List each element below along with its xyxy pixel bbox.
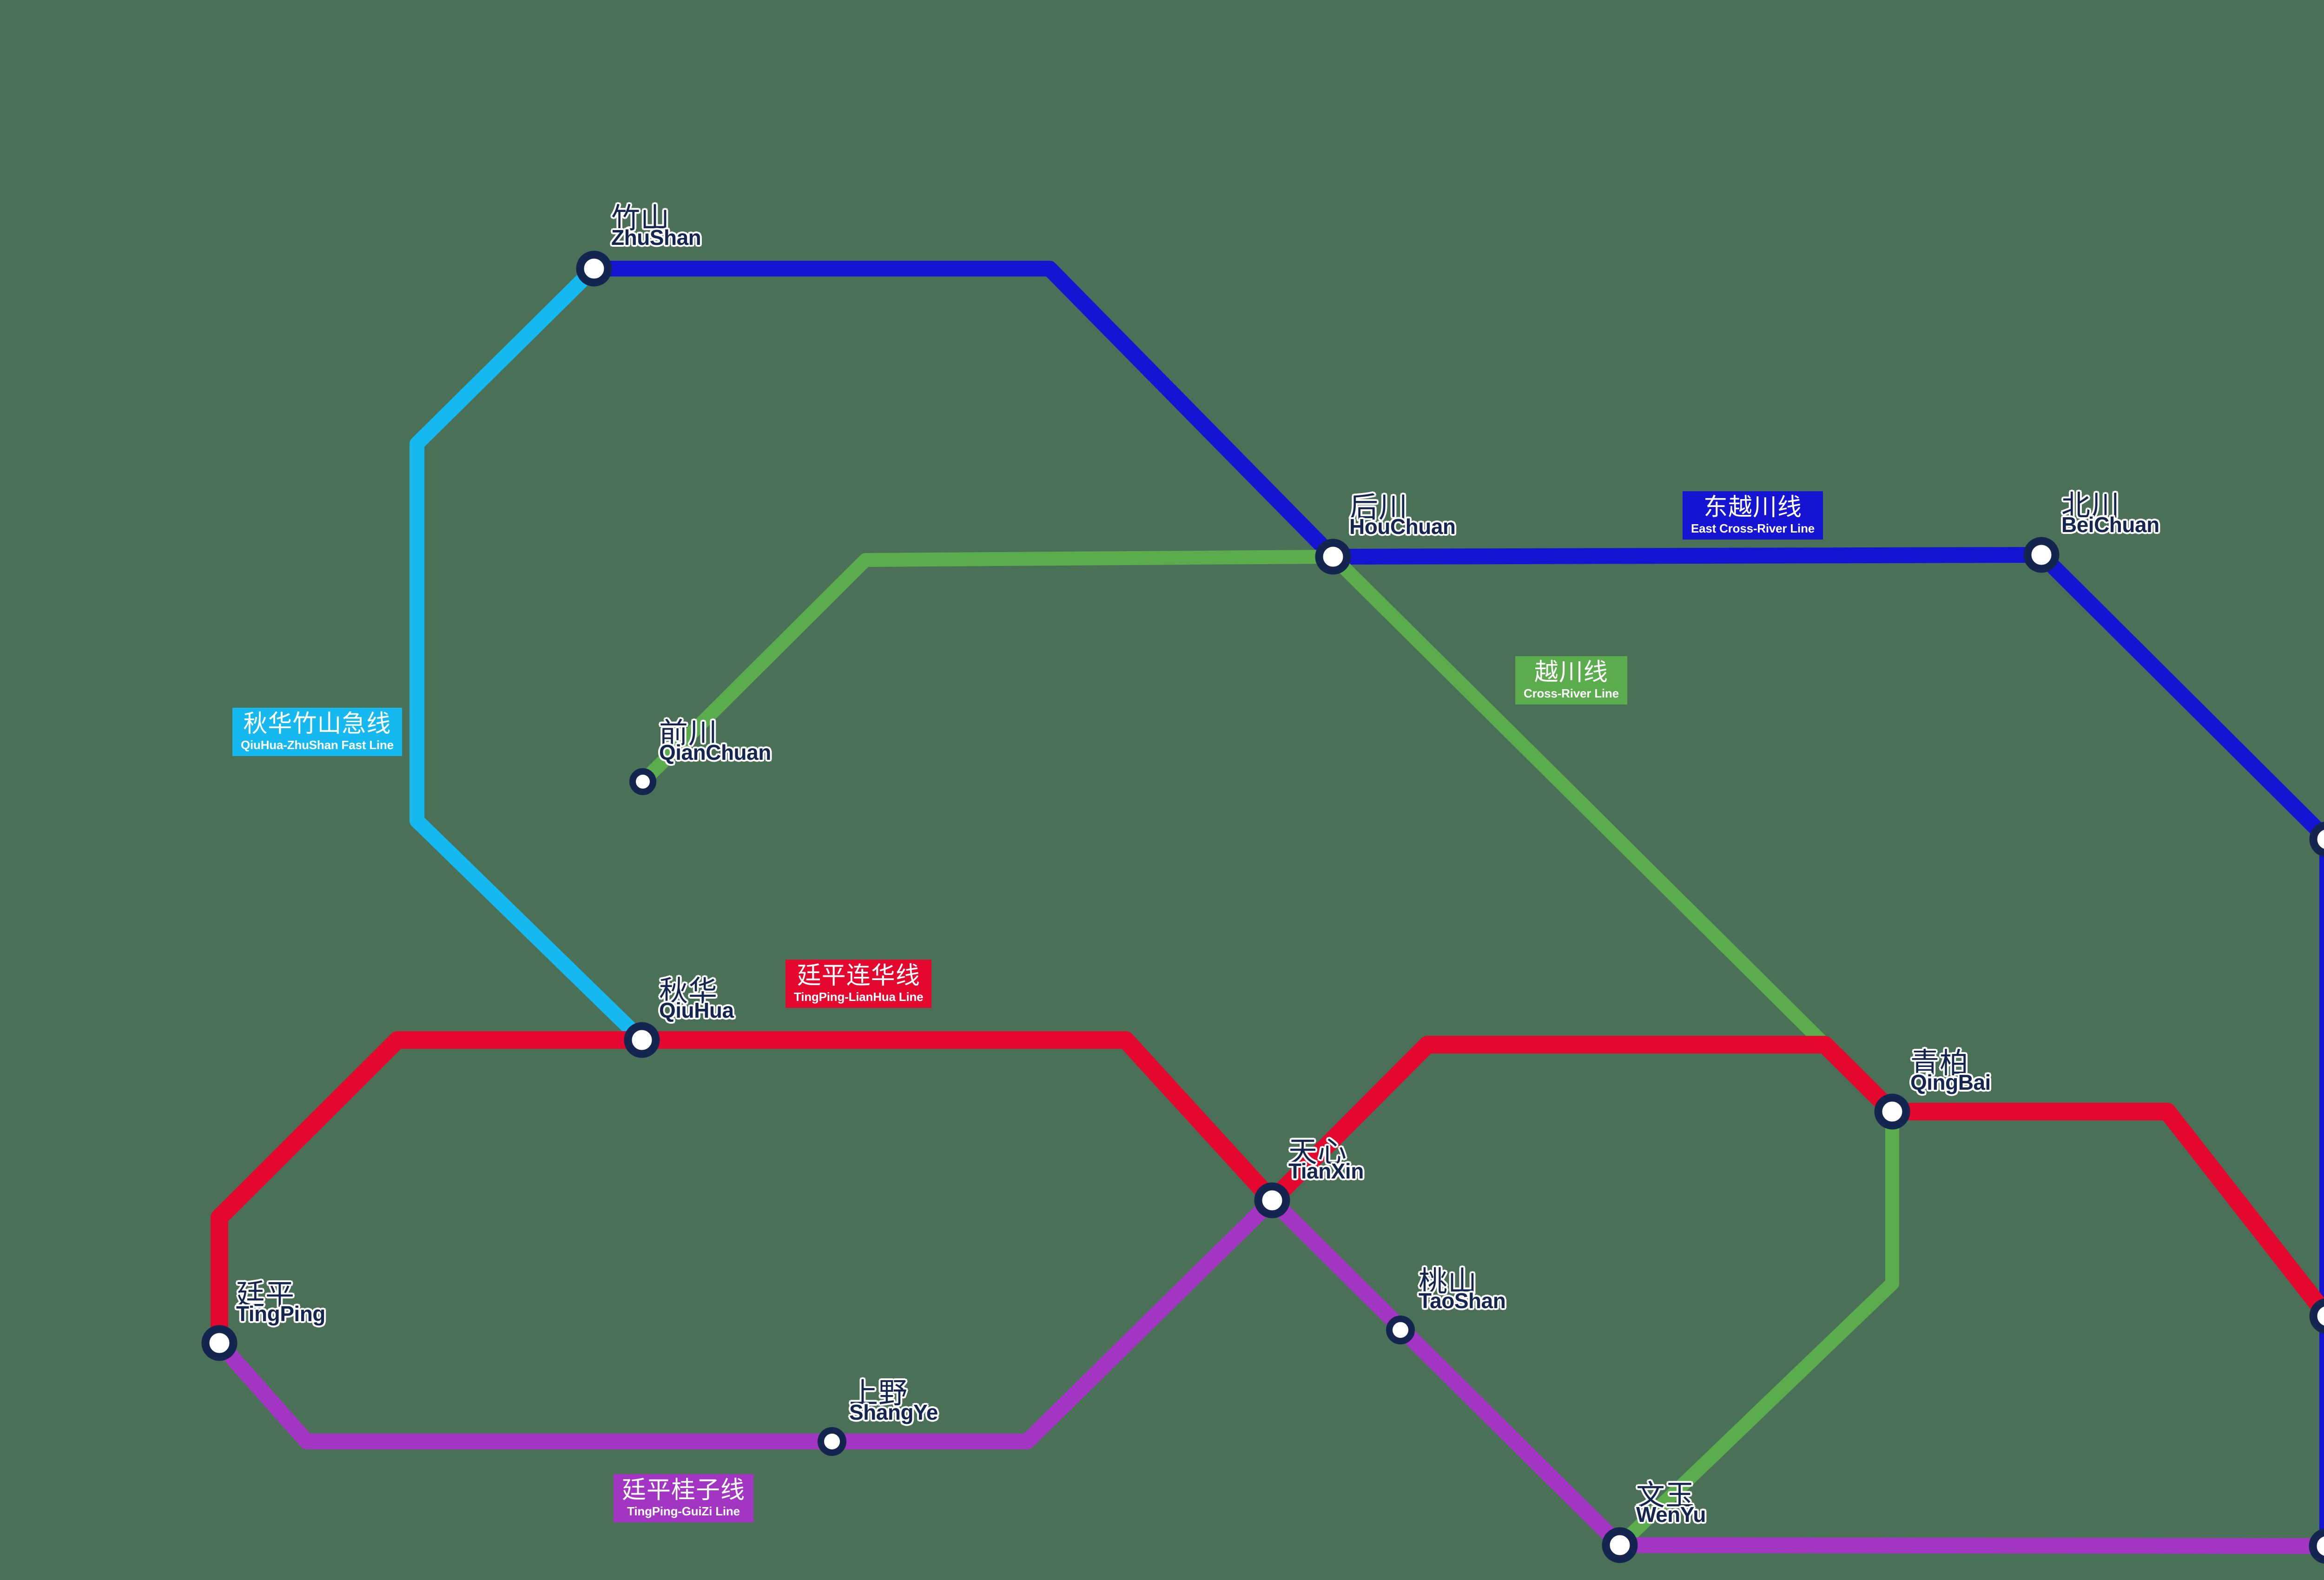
station-marker-taoshan[interactable] [1386, 1316, 1415, 1344]
route-line-cross-river [638, 550, 1899, 1550]
route-line-tingping-lianhua [211, 1031, 2324, 1343]
station-marker-zhushan[interactable] [576, 250, 612, 287]
station-marker-guizi[interactable] [2309, 1528, 2324, 1564]
station-marker-south-lianhua[interactable] [2309, 1298, 2324, 1334]
station-marker-houchuan[interactable] [1315, 539, 1351, 575]
station-marker-tianxin[interactable] [1254, 1182, 1290, 1218]
route-line-qiuhua-zhushan-fast [409, 263, 647, 1046]
station-marker-qianchuan[interactable] [629, 768, 656, 795]
station-marker-qiuhua[interactable] [624, 1022, 660, 1058]
station-marker-qingbai[interactable] [1874, 1093, 1910, 1130]
station-markers [201, 250, 2324, 1564]
station-marker-wenyu[interactable] [1602, 1527, 1638, 1563]
station-marker-tingping[interactable] [201, 1325, 238, 1361]
route-line-east-cross-river [594, 261, 2324, 1546]
station-marker-north-lianhua[interactable] [2309, 822, 2324, 857]
route-line-tingping-guizi [213, 1192, 2324, 1554]
station-marker-shangye[interactable] [818, 1427, 846, 1456]
station-marker-beichuan[interactable] [2023, 537, 2060, 573]
